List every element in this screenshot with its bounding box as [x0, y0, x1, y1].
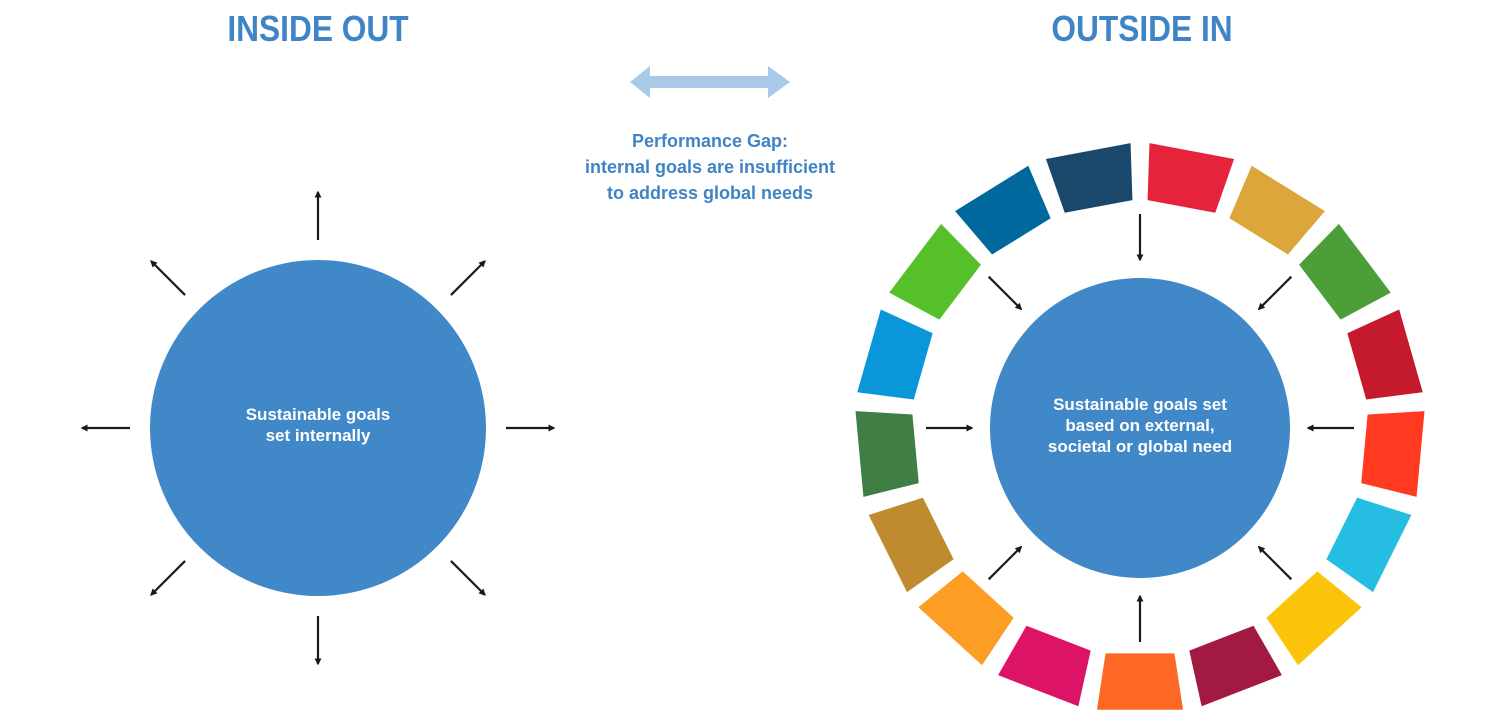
ring-segment — [998, 625, 1091, 707]
ring-segment — [1229, 165, 1325, 255]
gap-caption-line-3: to address global needs — [606, 183, 814, 203]
performance-gap-caption: Performance Gap: internal goals are insu… — [520, 128, 900, 206]
inside-out-title: INSIDE OUT — [227, 8, 409, 49]
ring-segment — [1189, 625, 1282, 707]
inward-arrows — [926, 214, 1354, 642]
sdg-color-ring — [855, 143, 1425, 710]
outside-in-circle-label: Sustainable goals set based on external,… — [1000, 394, 1280, 457]
arrow-north-east-icon — [450, 260, 486, 296]
ring-segment — [1361, 411, 1425, 497]
inside-out-circle — [150, 260, 486, 596]
outward-arrows — [80, 190, 556, 666]
ring-segment — [868, 497, 954, 593]
double-headed-arrow-icon — [630, 66, 790, 98]
ring-segment — [1347, 309, 1423, 400]
ring-segment — [1266, 571, 1362, 666]
ring-segment — [1299, 223, 1391, 320]
ring-segment — [855, 411, 919, 497]
outside-in-circle — [990, 278, 1290, 578]
ring-segment — [1096, 653, 1184, 710]
gap-caption-line-1: Performance Gap: — [631, 131, 789, 151]
right-circle-line-1: Sustainable goals set — [1053, 395, 1227, 414]
arrow-south-east-icon — [1257, 545, 1293, 581]
ring-segment — [1326, 497, 1412, 593]
ring-segment — [918, 571, 1014, 666]
left-circle-line-2: set internally — [265, 426, 371, 445]
right-circle-line-2: based on external, — [1065, 416, 1215, 435]
arrow-south-west-icon — [987, 545, 1023, 581]
right-circle-line-3: societal or global need — [1047, 437, 1233, 456]
ring-segment — [889, 223, 981, 320]
ring-segment — [1147, 143, 1235, 213]
arrow-south-east-icon — [450, 560, 486, 596]
ring-segment — [1045, 143, 1133, 213]
left-circle-line-1: Sustainable goals — [245, 405, 391, 424]
gap-caption-line-2: internal goals are insufficient — [584, 157, 836, 177]
ring-segment — [857, 309, 933, 400]
inside-out-circle-label: Sustainable goals set internally — [168, 404, 468, 446]
arrow-south-west-icon — [150, 560, 186, 596]
arrow-north-east-icon — [1257, 275, 1293, 311]
arrow-north-west-icon — [987, 275, 1023, 311]
outside-in-title: OUTSIDE IN — [1051, 8, 1233, 49]
arrow-north-west-icon — [150, 260, 186, 296]
ring-segment — [955, 165, 1051, 255]
